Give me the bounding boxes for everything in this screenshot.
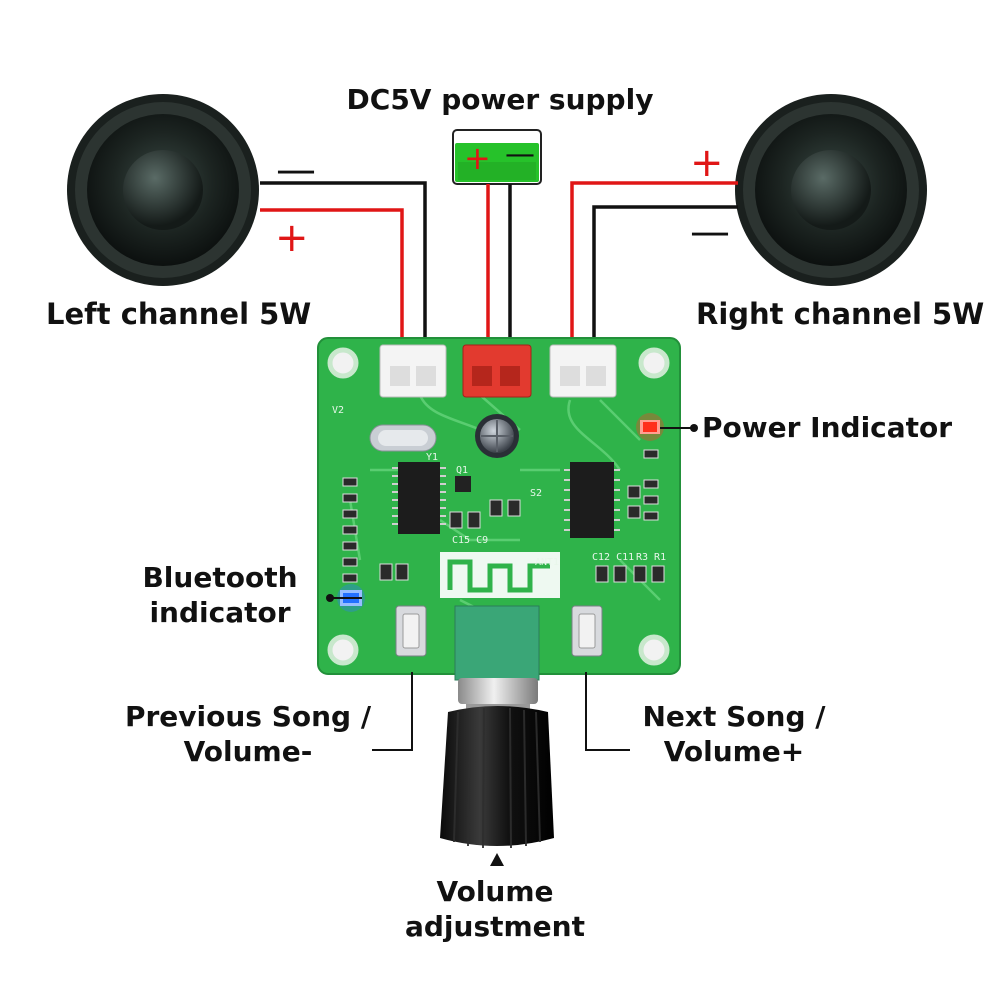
previous-label-line2: Volume- [183,735,313,768]
right-channel-label: Right channel 5W [696,297,985,331]
left-minus-sign: — [276,147,316,193]
ic-right [564,462,620,538]
power-supply-label: DC5V power supply [346,83,654,116]
pcb-caps-mid: C15 C9 [452,535,488,546]
left-speaker-connector [379,344,447,398]
volume-label-line2: adjustment [404,910,585,943]
power-indicator-dot [690,424,698,432]
pcb-res-right: R3 R1 [636,552,666,563]
pcb-board: V2 ANT1 Y1 Q1 S2 C15 C9 C12 C11 R3 R1 [317,337,681,681]
bluetooth-label-line2: indicator [149,596,291,629]
next-button-body [571,605,603,657]
pcb-antenna: ANT1 [535,557,559,568]
next-label-line1: Next Song / [642,700,826,733]
pcb-version: V2 [332,405,344,416]
next-label-line2: Volume+ [663,735,805,768]
crystal-oscillator [369,424,437,452]
previous-label-line1: Previous Song / [124,700,372,733]
previous-song-label: Previous Song / Volume- [108,699,388,769]
pcb-switch: S2 [530,488,542,499]
left-speaker [67,94,259,286]
previous-song-button[interactable] [396,606,426,656]
power-led [636,413,664,441]
mounting-holes [327,347,670,666]
left-plus-sign: + [275,215,309,261]
right-speaker [735,94,927,286]
power-connector [462,344,532,398]
pcb-caps-right: C12 C11 [592,552,634,563]
antenna-trace [440,552,560,598]
pcb-crystal: Y1 [426,452,438,463]
wires [260,181,738,345]
next-song-button[interactable] [572,606,602,656]
right-plus-sign: + [690,140,724,186]
right-minus-sign: — [690,209,730,255]
capacitor [475,414,519,458]
bluetooth-indicator-dot [326,594,334,602]
power-supply-block [452,129,542,185]
right-speaker-connector [549,344,617,398]
previous-button-body [395,605,427,657]
next-song-label: Next Song / Volume+ [614,699,854,769]
volume-label-line1: Volume [436,875,554,908]
transistor [455,476,471,492]
potentiometer-body [454,605,540,681]
leader-lines [330,427,694,751]
bluetooth-label-line1: Bluetooth [142,561,298,594]
left-channel-label: Left channel 5W [46,297,312,331]
smd-components [342,449,665,583]
bluetooth-indicator-label: Bluetooth indicator [130,560,310,630]
power-minus-sign: — [505,137,535,172]
volume-arrow [490,853,504,866]
power-indicator-label: Power Indicator [702,411,953,444]
volume-knob[interactable] [440,678,554,849]
ic-left [392,462,446,534]
pcb-transistor: Q1 [456,465,468,476]
volume-adjustment-label: Volume adjustment [350,874,640,944]
power-plus-sign: + [464,139,491,177]
